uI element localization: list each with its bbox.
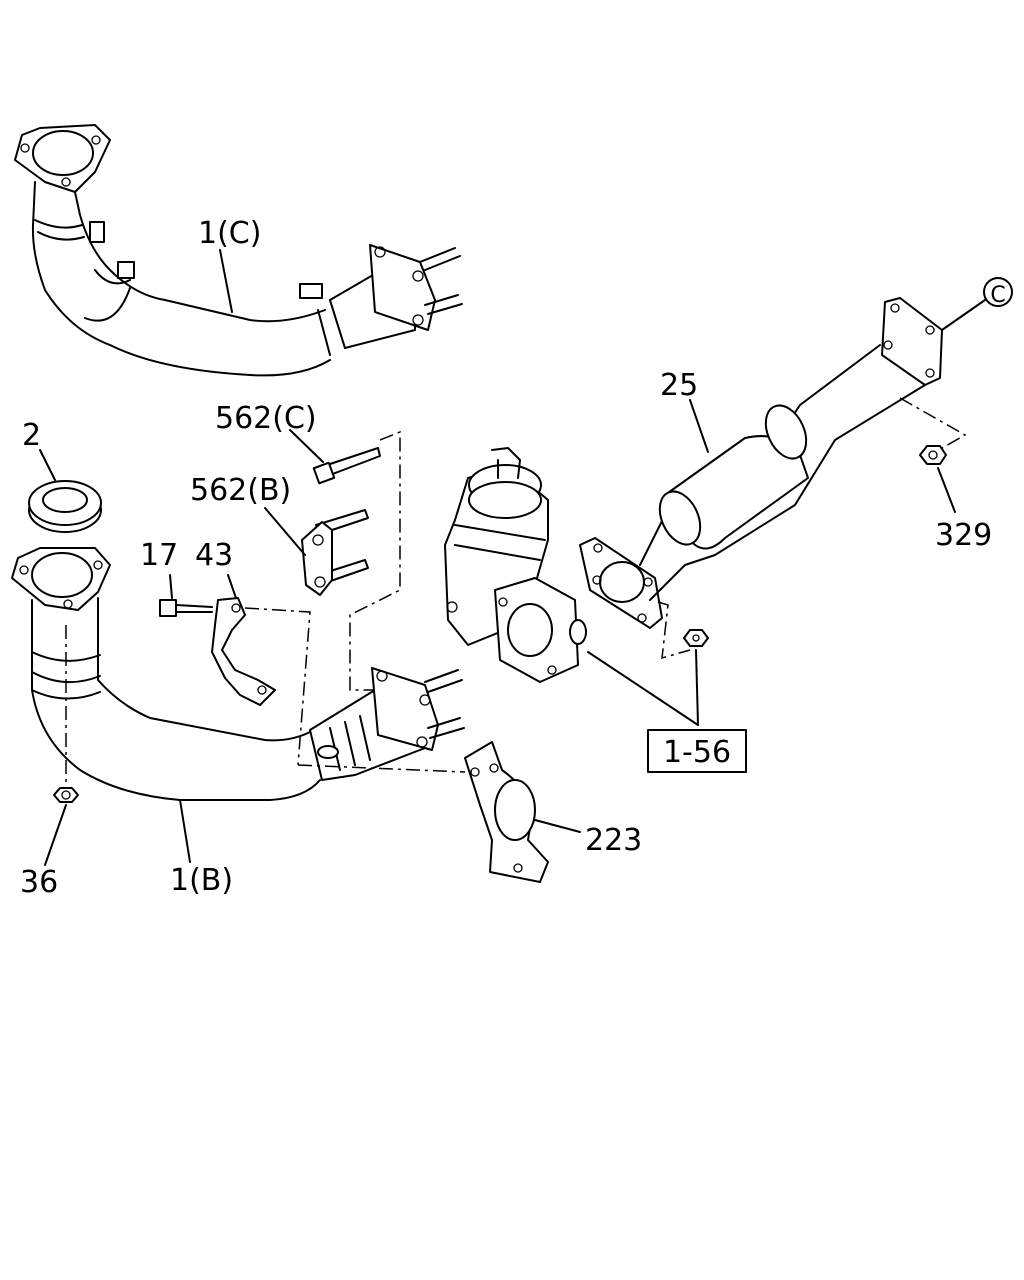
label-329: 329	[935, 518, 992, 553]
nut-329: 329	[899, 397, 992, 553]
label-223: 223	[585, 823, 642, 858]
marker-c-circle	[983, 277, 1013, 307]
label-36: 36	[20, 865, 58, 900]
label-1b: 1(B)	[170, 863, 233, 898]
label-1-56: 1-56	[663, 735, 731, 770]
label-562c: 562(C)	[215, 401, 317, 436]
bolt-17-bracket-43: 17 43	[140, 538, 311, 766]
bolts-562: 562(C) 562(B)	[190, 401, 401, 691]
label-25: 25	[660, 368, 698, 403]
front-pipe-b: 1(B)	[11, 547, 465, 898]
label-1c: 1(C)	[198, 216, 261, 251]
label-17: 17	[140, 538, 178, 573]
reference-1-56: 1-56	[587, 601, 747, 773]
label-2: 2	[22, 418, 41, 453]
label-562b: 562(B)	[190, 473, 291, 508]
label-43: 43	[195, 538, 233, 573]
front-pipe-c: 1(C)	[14, 124, 463, 377]
heat-shield-223: 223	[297, 741, 642, 883]
converter-25: 25 C	[579, 277, 1013, 629]
ref-box	[647, 729, 747, 773]
label-c-marker: C	[990, 283, 1005, 308]
exhaust-brake-valve	[444, 447, 587, 683]
gasket-2: 2	[22, 418, 102, 533]
nut-36: 36	[20, 787, 79, 900]
